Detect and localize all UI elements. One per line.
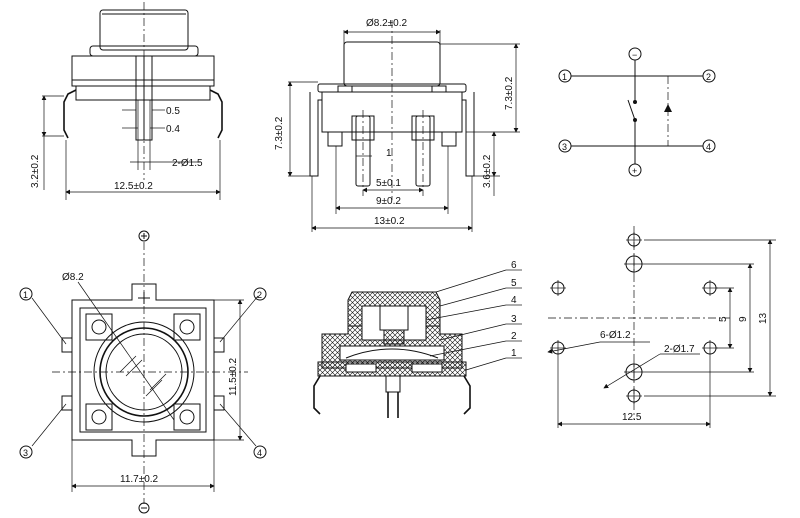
side-dim-step: 1 <box>386 148 392 159</box>
top-pin2: 2 <box>257 290 262 300</box>
side-view <box>287 20 520 232</box>
front-dim-width: 12.5±0.2 <box>114 181 153 192</box>
pcb-dim-13: 13 <box>758 312 769 324</box>
schem-pin4: 4 <box>706 142 711 152</box>
side-dim-height-left: 7.3±0.2 <box>274 116 285 150</box>
front-dim-pin-thick: 0.4 <box>166 124 180 135</box>
schem-pin1: 1 <box>562 72 567 82</box>
side-dim-width-13: 13±0.2 <box>374 216 405 227</box>
top-pin1: 1 <box>23 290 28 300</box>
section-part-5: 5 <box>511 278 517 289</box>
schem-plus: + <box>632 166 637 176</box>
section-part-1: 1 <box>511 348 517 359</box>
pcb-dim-holes: 6-Ø1.2 <box>600 330 631 341</box>
side-dim-height-right: 7.3±0.2 <box>504 76 515 110</box>
front-dim-hole: 2-Ø1.5 <box>172 158 203 169</box>
pcb-dim-big-holes: 2-Ø1.7 <box>664 344 695 355</box>
section-part-6: 6 <box>511 260 517 271</box>
side-dim-pin-len: 3.6±0.2 <box>482 154 493 188</box>
top-dim-height: 11.5±0.2 <box>228 357 239 396</box>
top-view <box>19 230 267 514</box>
section-part-2: 2 <box>511 331 517 342</box>
front-dim-pin-width: 0.5 <box>166 106 180 117</box>
top-pin3: 3 <box>23 448 28 458</box>
side-dim-pitch-5: 5±0.1 <box>376 178 401 189</box>
schem-pin3: 3 <box>562 142 567 152</box>
front-dim-height: 3.2±0.2 <box>30 154 41 188</box>
schem-minus: − <box>632 50 637 60</box>
pcb-layout <box>547 226 776 428</box>
front-view <box>41 2 223 200</box>
pcb-dim-12-5: 12.5 <box>622 412 642 423</box>
top-dim-width: 11.7±0.2 <box>120 474 159 485</box>
schem-pin2: 2 <box>706 72 711 82</box>
top-dim-cap-dia: Ø8.2 <box>62 272 84 283</box>
pcb-dim-9: 9 <box>738 316 749 322</box>
side-dim-pitch-9: 9±0.2 <box>376 196 401 207</box>
section-part-4: 4 <box>511 295 517 306</box>
section-view <box>313 269 522 418</box>
switch-schematic <box>558 47 716 177</box>
pcb-dim-5: 5 <box>718 316 729 322</box>
top-pin4: 4 <box>257 448 262 458</box>
section-part-3: 3 <box>511 314 517 325</box>
side-dim-cap-dia: Ø8.2±0.2 <box>366 18 408 29</box>
